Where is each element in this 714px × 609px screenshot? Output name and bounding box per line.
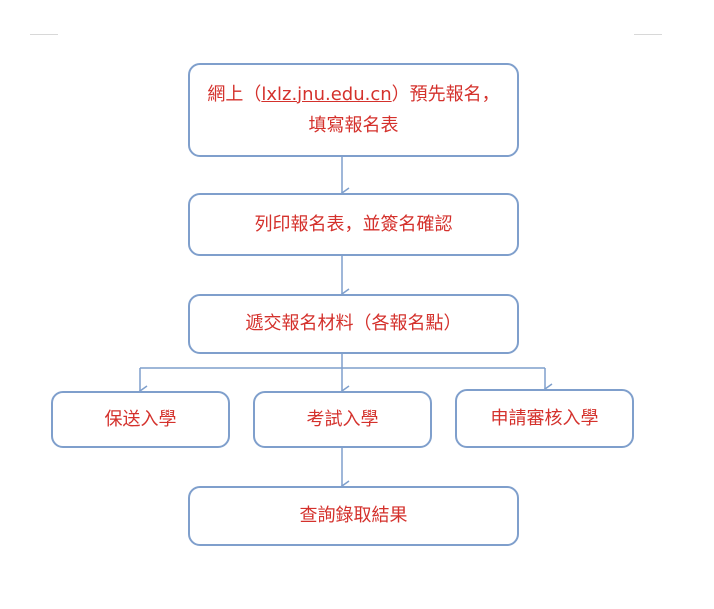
submit-materials-label: 遞交報名材料（各報名點）: [245, 313, 462, 335]
register-online-line1: 網上（lxlz.jnu.edu.cn）預先報名，: [207, 79, 499, 111]
application-review-label: 申請審核入學: [490, 407, 599, 429]
recommended-admission-label: 保送入學: [104, 408, 177, 430]
registration-url: lxlz.jnu.edu.cn: [261, 83, 392, 105]
register-online-prefix: 網上（: [207, 83, 262, 105]
node-exam-admission: 考試入學: [253, 391, 432, 448]
register-online-suffix: ）預先報名，: [391, 83, 500, 105]
node-check-results: 查詢錄取結果: [188, 486, 519, 546]
top-right-rule: [634, 34, 662, 35]
node-recommended-admission: 保送入學: [51, 391, 230, 448]
top-left-rule: [30, 34, 58, 35]
exam-admission-label: 考試入學: [306, 408, 379, 430]
print-sign-label: 列印報名表，並簽名確認: [254, 213, 453, 235]
check-results-label: 查詢錄取結果: [299, 505, 408, 527]
node-submit-materials: 遞交報名材料（各報名點）: [188, 294, 519, 354]
register-online-line2: 填寫報名表: [308, 115, 399, 136]
node-register-online: 網上（lxlz.jnu.edu.cn）預先報名， 填寫報名表: [188, 63, 519, 157]
node-application-review: 申請審核入學: [455, 389, 634, 448]
node-print-sign: 列印報名表，並簽名確認: [188, 193, 519, 256]
